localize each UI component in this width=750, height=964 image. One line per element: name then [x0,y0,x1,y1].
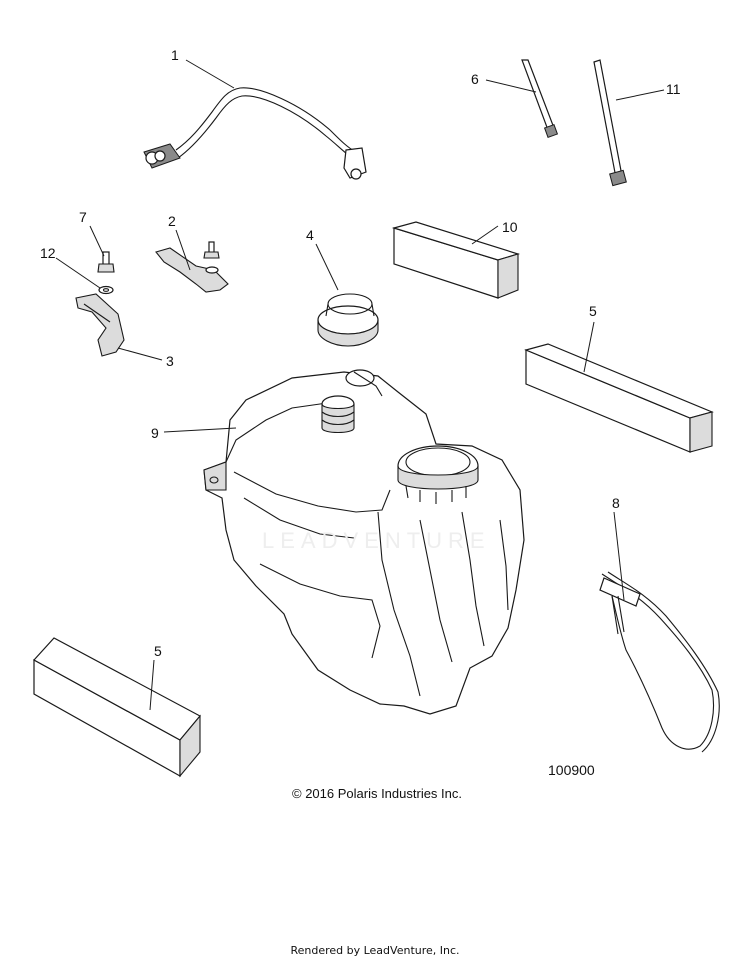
callout-6[interactable]: 6 [471,71,479,87]
callout-11[interactable]: 11 [666,81,681,97]
callout-3[interactable]: 3 [166,353,174,369]
part-4-fuel-cap[interactable] [317,293,379,347]
leader-5-lower [149,659,155,711]
part-5-foam-strip-upper[interactable] [524,343,714,453]
part-11-cable-tie[interactable] [593,59,627,187]
leader-12 [55,257,101,289]
part-6-cable-tie[interactable] [521,59,559,139]
part-5-foam-strip-lower[interactable] [33,637,201,778]
leader-9 [163,427,237,433]
callout-1[interactable]: 1 [171,47,179,63]
leader-11 [615,89,665,101]
diagram-number: 100900 [548,762,595,778]
leader-lines [55,59,665,711]
callout-2[interactable]: 2 [168,213,176,229]
callout-12[interactable]: 12 [40,245,56,261]
callout-4[interactable]: 4 [306,227,314,243]
leader-1 [185,59,235,89]
part-8-strap[interactable] [599,571,720,753]
part-12-washer[interactable] [98,285,114,295]
part-7-bolt[interactable] [97,251,115,273]
leader-8 [613,511,625,601]
part-9-fuel-tank[interactable] [203,369,525,715]
leader-3 [117,347,163,361]
callout-5-upper[interactable]: 5 [589,303,597,319]
leader-4 [315,243,339,291]
part-10-foam-pad[interactable] [391,221,521,299]
leader-2 [175,229,191,271]
part-2-bracket[interactable] [155,241,229,293]
rendered-by-footer: Rendered by LeadVenture, Inc. [290,944,460,957]
leader-10 [471,225,499,245]
callout-5-lower[interactable]: 5 [154,643,162,659]
copyright-notice: © 2016 Polaris Industries Inc. [292,786,462,801]
part-1-vent-hose[interactable] [143,87,367,180]
callout-10[interactable]: 10 [502,219,518,235]
watermark: LEADVENTURE [262,528,491,553]
leader-6 [485,79,537,93]
callout-8[interactable]: 8 [612,495,620,511]
callout-7[interactable]: 7 [79,209,87,225]
part-3-bracket[interactable] [75,293,125,357]
callout-9[interactable]: 9 [151,425,159,441]
leader-7 [89,225,105,257]
leader-5-upper [583,321,595,373]
